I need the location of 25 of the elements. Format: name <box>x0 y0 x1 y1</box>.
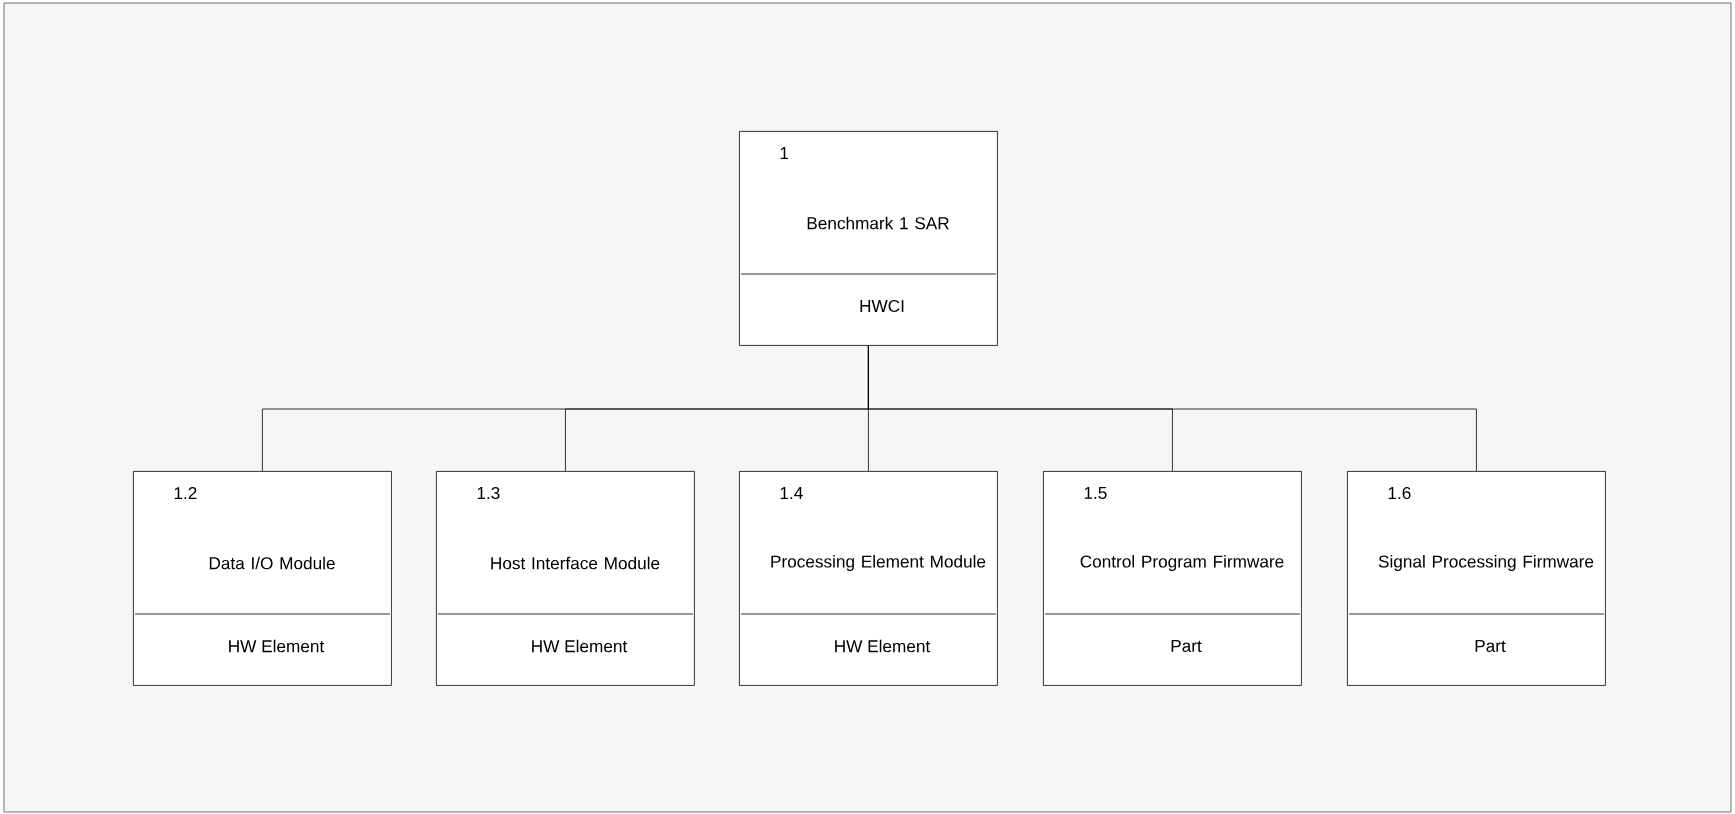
item-type: HW Element <box>835 639 931 653</box>
item-title: Benchmark 1 SAR <box>807 216 949 230</box>
item-title: Host Interface Module <box>491 556 660 570</box>
item-type: Part <box>1475 640 1506 652</box>
item-number: 1.6 <box>1388 486 1411 500</box>
item-title: Processing Element Module <box>771 555 986 572</box>
hierarchy-box <box>739 471 998 686</box>
hierarchy-box <box>1347 471 1606 686</box>
hierarchy-box <box>436 471 695 686</box>
hierarchy-box <box>133 471 392 686</box>
connector-line <box>868 345 1477 472</box>
item-number: 1.2 <box>174 487 197 499</box>
item-number: 1.4 <box>780 487 803 499</box>
item-title: Signal Processing Firmware <box>1378 555 1594 572</box>
item-title: Data I/O Module <box>209 556 335 570</box>
item-number: 1 <box>780 147 789 159</box>
item-type: HW Element <box>532 639 628 653</box>
hierarchy-box <box>739 131 998 346</box>
item-type: HW Element <box>229 639 325 653</box>
item-title: Control Program Firmware <box>1080 555 1284 572</box>
hierarchy-box <box>1043 471 1302 686</box>
item-number: 1.3 <box>477 486 500 500</box>
item-number: 1.5 <box>1084 487 1107 499</box>
item-type: Part <box>1171 640 1202 652</box>
item-type: HWCI <box>860 299 904 313</box>
